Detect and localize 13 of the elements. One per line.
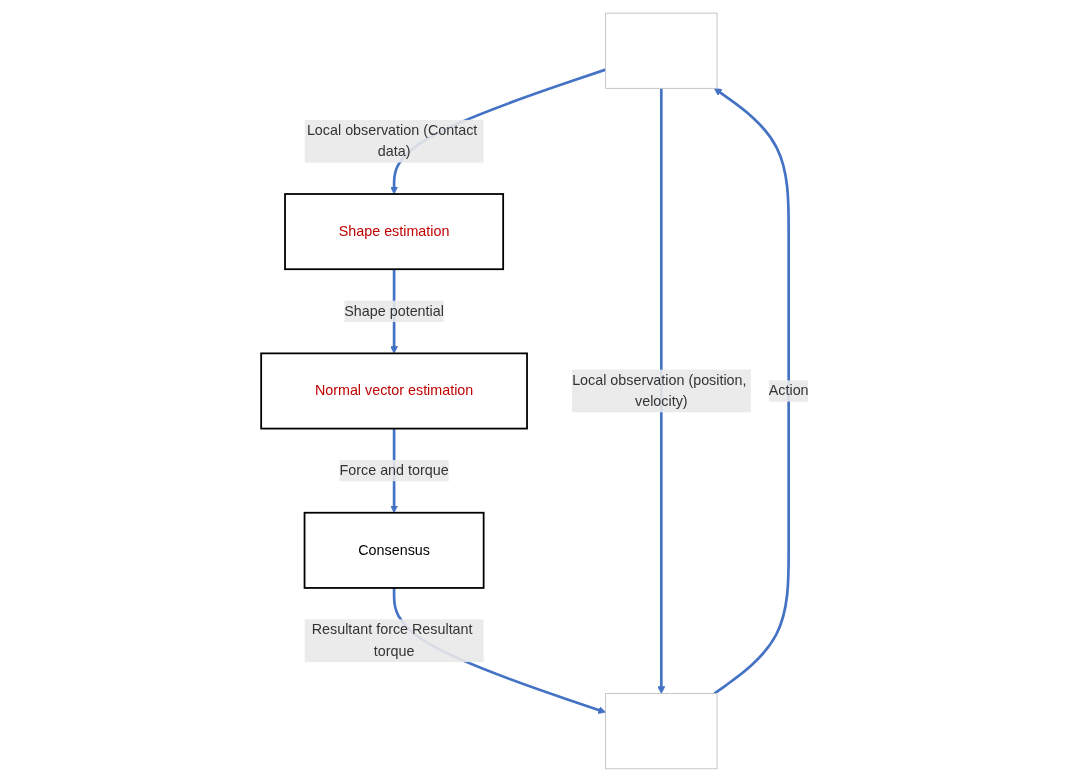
edge-label: Shape potential <box>344 302 444 318</box>
edge-label: Action <box>768 382 809 398</box>
edge-label: Local observation (position, velocity) <box>572 371 747 409</box>
node-box <box>605 692 718 769</box>
edge-label: Local observation (Contact data) <box>307 121 478 159</box>
node-box: Normal vector estimation <box>260 352 529 429</box>
node-box: Shape estimation <box>284 192 505 270</box>
node-box <box>605 12 718 89</box>
arrow <box>713 87 791 695</box>
edge-label: Force and torque <box>339 462 449 478</box>
arrow <box>657 87 666 694</box>
edge-label: Resultant force Resultant torque <box>311 621 473 659</box>
node-box: Consensus <box>303 511 485 589</box>
